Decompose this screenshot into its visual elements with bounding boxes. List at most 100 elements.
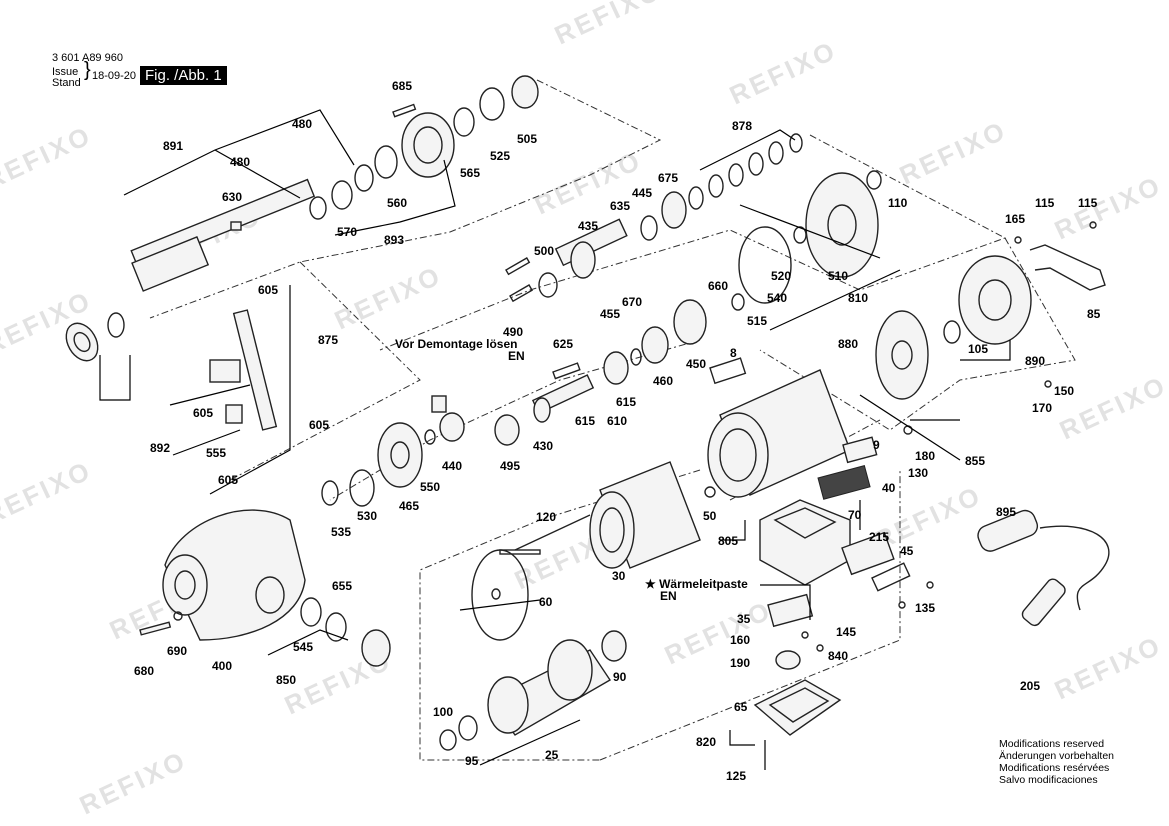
part-label-455: 455 (600, 307, 620, 321)
part-label-165: 165 (1005, 212, 1025, 226)
part-label-891: 891 (163, 139, 183, 153)
part-label-895: 895 (996, 505, 1016, 519)
thermal-paste-note: ★ Wärmeleitpaste (645, 577, 748, 591)
part-label-530: 530 (357, 509, 377, 523)
part-label-110: 110 (888, 196, 908, 210)
watermark-text: REFIXO (1055, 370, 1169, 446)
part-label-560: 560 (387, 196, 407, 210)
note-line: Modifications resérvées (999, 762, 1110, 774)
part-label-660: 660 (708, 279, 728, 293)
part-label-680: 680 (134, 664, 154, 678)
part-label-810: 810 (848, 291, 868, 305)
part-number-labels: 685 480 891 480 505 525 565 560 570 893 630 878 675 4… (134, 79, 1101, 783)
part-label-893: 893 (384, 233, 404, 247)
watermark-text: REFIXO (1050, 630, 1167, 706)
part-label-125: 125 (726, 769, 746, 783)
callout-texts: Vor Demontage lösen EN ★ Wärmeleitpaste … (395, 337, 748, 603)
armature (439, 514, 627, 751)
part-label-525: 525 (490, 149, 510, 163)
disassembly-note: Vor Demontage lösen (395, 337, 517, 351)
part-label-115: 115 (1078, 196, 1098, 210)
part-label-540: 540 (767, 291, 787, 305)
part-label-555: 555 (206, 446, 226, 460)
part-label-892: 892 (150, 441, 170, 455)
brace-glyph: } (84, 59, 91, 81)
part-label-465: 465 (399, 499, 419, 513)
watermark-text: REFIXO (0, 455, 97, 531)
part-label-50: 50 (703, 509, 717, 523)
watermark-text: REFIXO (330, 260, 447, 336)
part-label-430: 430 (533, 439, 553, 453)
issue-date: 18-09-20 (92, 70, 137, 82)
part-label-630: 630 (222, 190, 242, 204)
issue-label: Issue (52, 66, 79, 78)
part-label-675: 675 (658, 171, 678, 185)
watermark-text: REFIXO (725, 35, 842, 111)
figure-label: Fig. /Abb. 1 (140, 66, 227, 85)
part-label-490: 490 (503, 325, 523, 339)
part-label-855: 855 (965, 454, 985, 468)
watermark-text: REFIXO (1050, 170, 1167, 246)
gear-train (321, 191, 745, 507)
part-label-480: 480 (230, 155, 250, 169)
document-number: 3 601 A89 960 (52, 52, 123, 64)
part-label-500: 500 (534, 244, 554, 258)
part-label-120: 120 (536, 510, 556, 524)
spindle-shaft (65, 75, 539, 362)
part-label-35: 35 (737, 612, 751, 626)
part-label-505: 505 (517, 132, 537, 146)
part-label-9: 9 (873, 438, 880, 452)
part-label-840: 840 (828, 649, 848, 663)
part-label-95: 95 (465, 754, 479, 768)
part-label-570: 570 (337, 225, 357, 239)
part-label-550: 550 (420, 480, 440, 494)
part-label-805: 805 (718, 534, 738, 548)
part-label-440: 440 (442, 459, 462, 473)
part-label-875: 875 (318, 333, 338, 347)
part-label-670: 670 (622, 295, 642, 309)
part-label-605: 605 (258, 283, 278, 297)
part-label-145: 145 (836, 625, 856, 639)
part-label-215: 215 (869, 530, 889, 544)
part-label-30: 30 (612, 569, 626, 583)
part-label-115: 115 (1035, 196, 1055, 210)
part-label-510: 510 (828, 269, 848, 283)
part-label-535: 535 (331, 525, 351, 539)
part-label-130: 130 (908, 466, 928, 480)
watermark-text: REFIXO (660, 595, 777, 671)
part-label-890: 890 (1025, 354, 1045, 368)
watermark-text: REFIXO (895, 115, 1012, 191)
part-label-70: 70 (848, 508, 862, 522)
part-label-880: 880 (838, 337, 858, 351)
watermark-text: REFIXO (0, 120, 97, 196)
part-label-460: 460 (653, 374, 673, 388)
motor-housing (589, 369, 878, 569)
part-label-90: 90 (613, 670, 627, 684)
part-label-45: 45 (900, 544, 914, 558)
modification-notes: Modifications reserved Änderungen vorbeh… (999, 738, 1114, 786)
part-label-565: 565 (460, 166, 480, 180)
part-label-655: 655 (332, 579, 352, 593)
power-cable (977, 509, 1110, 627)
part-label-135: 135 (915, 601, 935, 615)
part-label-495: 495 (500, 459, 520, 473)
small-parts (209, 221, 1097, 600)
gearbox-housing (139, 509, 391, 667)
part-label-480: 480 (292, 117, 312, 131)
part-label-515: 515 (747, 314, 767, 328)
part-label-685: 685 (392, 79, 412, 93)
part-label-205: 205 (1020, 679, 1040, 693)
part-label-65: 65 (734, 700, 748, 714)
part-label-878: 878 (732, 119, 752, 133)
part-label-170: 170 (1032, 401, 1052, 415)
part-label-545: 545 (293, 640, 313, 654)
part-label-610: 610 (607, 414, 627, 428)
note-line: Modifications reserved (999, 738, 1105, 750)
part-label-850: 850 (276, 673, 296, 687)
part-label-605: 605 (193, 406, 213, 420)
part-label-615: 615 (616, 395, 636, 409)
part-label-615: 615 (575, 414, 595, 428)
part-label-450: 450 (686, 357, 706, 371)
part-label-60: 60 (539, 595, 553, 609)
